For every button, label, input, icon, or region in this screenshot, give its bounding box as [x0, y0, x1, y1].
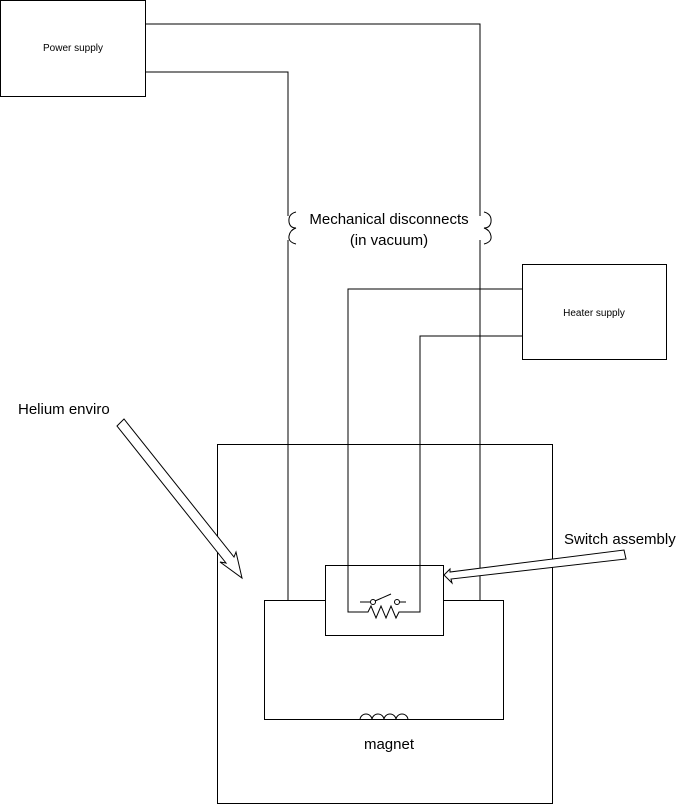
heater-supply-label: Heater supply	[563, 308, 625, 319]
helium-enviro-label: Helium enviro	[18, 401, 110, 418]
heater-supply-box	[522, 264, 667, 360]
disconnect-bracket-left	[288, 211, 297, 245]
switch-assembly-box	[325, 565, 444, 636]
mechanical-disconnects-label: Mechanical disconnects	[309, 211, 468, 228]
in-vacuum-label: (in vacuum)	[350, 232, 428, 249]
switch-blade	[374, 593, 392, 602]
heater-resistor	[360, 604, 406, 620]
helium-enviro-arrow	[116, 418, 243, 580]
power-supply-label: Power supply	[43, 43, 103, 54]
heater-lead-left	[347, 288, 522, 613]
magnet-coil	[359, 713, 409, 721]
switch-contact-right	[394, 599, 400, 605]
power-lead-outer-top	[145, 23, 481, 216]
power-lead-inner-top	[145, 71, 289, 216]
power-supply-box	[0, 0, 146, 97]
magnet-label: magnet	[364, 736, 415, 753]
switch-contact-left	[370, 599, 376, 605]
disconnect-bracket-right	[483, 211, 492, 245]
heater-lead-right	[406, 335, 522, 613]
switch-assembly-label: Switch assembly	[564, 531, 676, 548]
switch-assembly-arrow	[443, 549, 627, 585]
